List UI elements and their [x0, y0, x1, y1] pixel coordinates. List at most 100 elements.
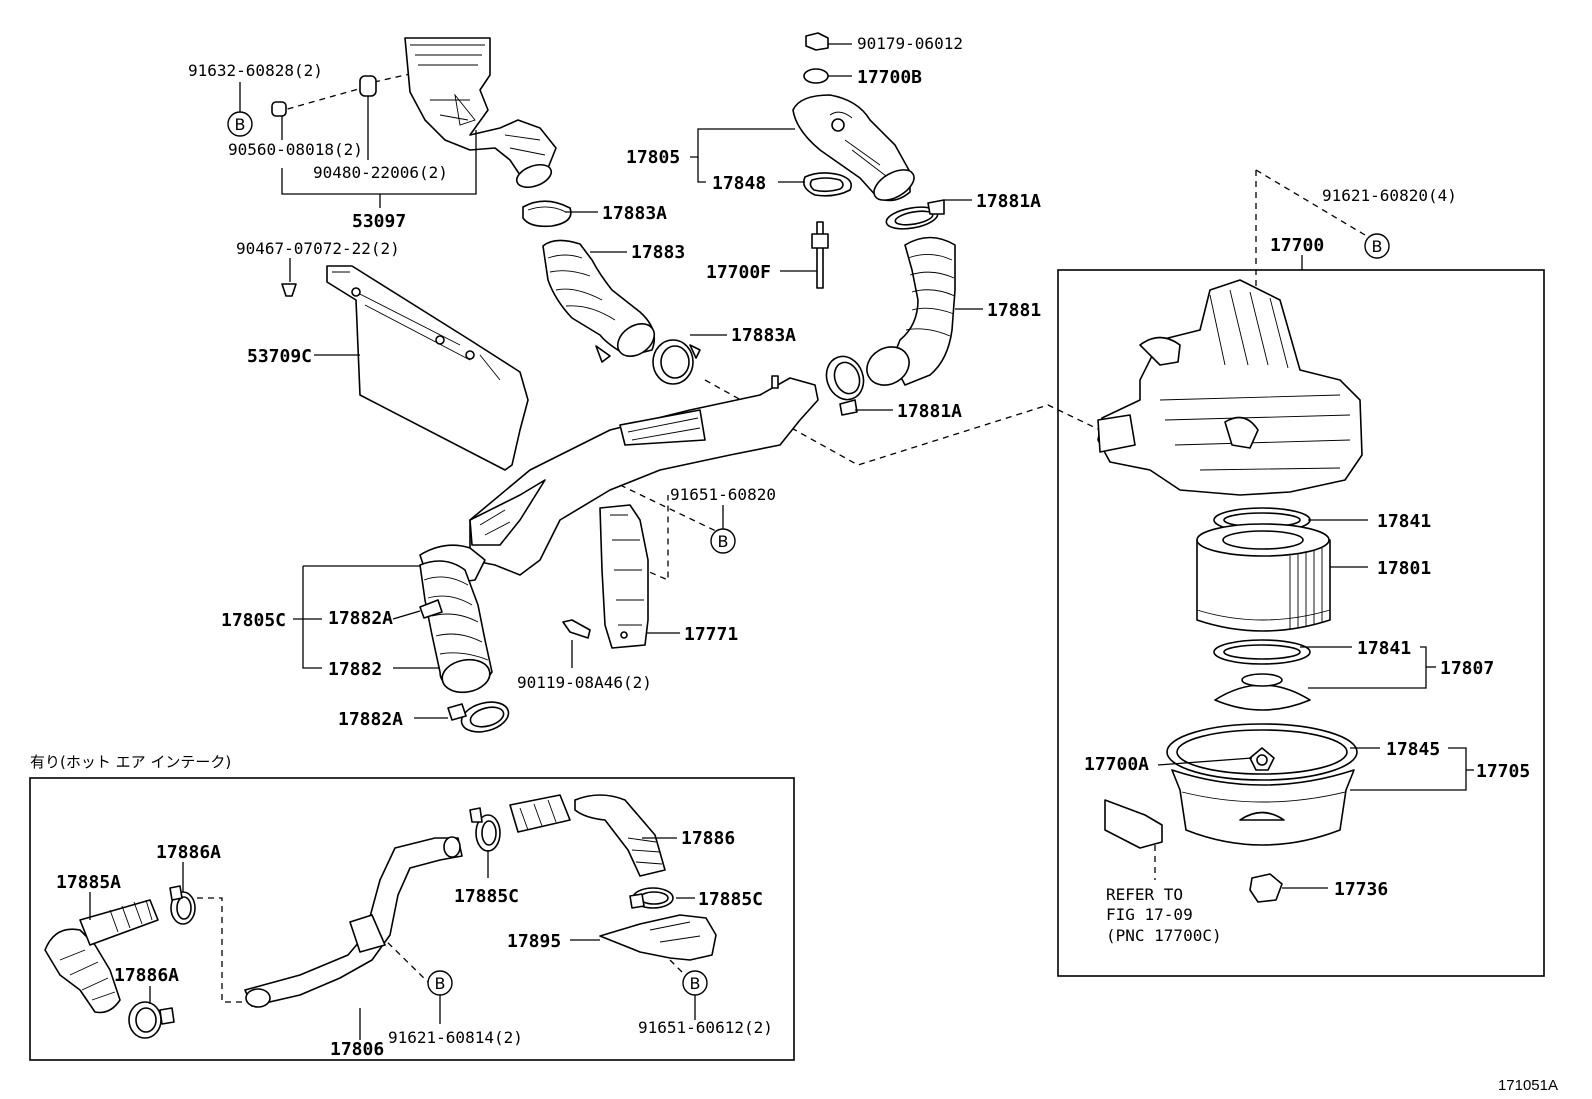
leader-lines	[89, 43, 1474, 1040]
dash-to-bolt-91651-b	[669, 959, 689, 979]
bolt-90119	[562, 619, 591, 639]
label-17885C-upper: 17885C	[454, 886, 519, 907]
label-17881A-upper: 17881A	[976, 191, 1041, 212]
label-90179-06012: 90179-06012	[857, 34, 963, 53]
resonator-cap-90179	[805, 32, 829, 51]
label-17807: 17807	[1440, 658, 1494, 679]
refer-part-17700C	[1104, 799, 1163, 849]
label-17883: 17883	[631, 242, 685, 263]
svg-text:B: B	[690, 974, 701, 993]
b-circle-callout-5: B	[682, 970, 708, 996]
label-53709C: 53709C	[247, 346, 312, 367]
hose-17886	[509, 794, 666, 877]
duct-bracket-17771	[599, 504, 649, 649]
air-cleaner-case-cover	[1097, 279, 1363, 496]
label-17700F: 17700F	[706, 262, 771, 283]
label-91651-60820: 91651-60820	[670, 485, 776, 504]
label-17841-upper: 17841	[1377, 511, 1431, 532]
label-17848: 17848	[712, 173, 766, 194]
hot-air-duct-17806	[244, 836, 463, 1008]
label-refer-pnc: (PNC 17700C)	[1106, 926, 1222, 945]
wing-nut-17700A	[1249, 747, 1275, 771]
collar-90560	[271, 101, 287, 117]
filter-element-17801	[1196, 523, 1331, 632]
hose-clamp-17885C-lower	[629, 887, 674, 909]
label-17805: 17805	[626, 147, 680, 168]
heat-insulator-17895	[599, 914, 717, 961]
figure-code: 171051A	[1498, 1077, 1558, 1094]
b-circle-callout-3: B	[710, 528, 736, 554]
label-17885A: 17885A	[56, 872, 121, 893]
label-17705: 17705	[1476, 761, 1530, 782]
air-duct-17805	[792, 94, 915, 202]
dash-to-bolt-91651	[619, 484, 719, 533]
svg-text:B: B	[235, 115, 246, 134]
label-17886A-upper: 17886A	[156, 842, 221, 863]
gasket-17841-lower	[1213, 639, 1311, 665]
label-refer-fig: FIG 17-09	[1106, 905, 1193, 924]
label-17805C: 17805C	[221, 610, 286, 631]
air-cleaner-case-17705	[1166, 723, 1358, 846]
mount-stud-17700F	[811, 221, 829, 289]
dash-to-bolt-91621	[379, 934, 429, 983]
label-refer-to: REFER TO	[1106, 885, 1183, 904]
label-17700: 17700	[1270, 235, 1324, 256]
label-17886A-lower: 17886A	[114, 965, 179, 986]
hose-clamp-17882A-lower	[447, 701, 510, 733]
hose-clamp-17881A-lower	[825, 355, 865, 416]
label-17882A-lower: 17882A	[338, 709, 403, 730]
label-17881: 17881	[987, 300, 1041, 321]
air-hose-17883	[542, 239, 656, 363]
hose-17885A	[44, 899, 159, 1014]
label-17806: 17806	[330, 1039, 384, 1060]
intake-duct-17805C	[419, 375, 819, 586]
svg-text:B: B	[435, 974, 446, 993]
label-90467-07072-22: 90467-07072-22(2)	[236, 239, 400, 258]
b-circle-callout-4: B	[427, 970, 453, 996]
valve-17736	[1249, 873, 1283, 903]
label-17895: 17895	[507, 931, 561, 952]
dash-hot-air-left	[197, 897, 250, 1003]
label-17736: 17736	[1334, 879, 1388, 900]
label-17883A-lower: 17883A	[731, 325, 796, 346]
cap-17700B	[803, 68, 829, 84]
air-hose-17882	[419, 560, 493, 694]
hot-air-intake-frame	[29, 777, 795, 1061]
svg-text:B: B	[718, 532, 729, 551]
label-17801: 17801	[1377, 558, 1431, 579]
label-91621-60814: 91621-60814(2)	[388, 1028, 523, 1047]
grommet-90480	[359, 75, 377, 97]
hose-clamp-17886A-lower	[128, 1001, 175, 1039]
label-17841-lower: 17841	[1357, 638, 1411, 659]
duct-bracket-53709C	[326, 265, 529, 471]
label-91621-60820: 91621-60820(4)	[1322, 186, 1457, 205]
svg-text:B: B	[1372, 237, 1383, 256]
hose-clamp-17883A-upper	[522, 200, 572, 228]
label-17882A-upper: 17882A	[328, 608, 393, 629]
element-plate-17807	[1214, 673, 1311, 711]
label-17700B: 17700B	[857, 67, 922, 88]
label-17883A-upper: 17883A	[602, 203, 667, 224]
label-17886: 17886	[681, 828, 735, 849]
air-cleaner-assembly-frame	[1057, 269, 1545, 977]
hose-clamp-17886A-upper	[169, 885, 196, 925]
label-17881A-lower: 17881A	[897, 401, 962, 422]
label-17885C-lower: 17885C	[698, 889, 763, 910]
label-90560-08018: 90560-08018(2)	[228, 140, 363, 159]
clip-90467	[281, 283, 297, 297]
dash-grommet-to-duct-2	[373, 73, 411, 83]
label-90119-08A46: 90119-08A46(2)	[517, 673, 652, 692]
label-90480-22006: 90480-22006(2)	[313, 163, 448, 182]
label-17771: 17771	[684, 624, 738, 645]
label-17845: 17845	[1386, 739, 1440, 760]
label-91651-60612: 91651-60612(2)	[638, 1018, 773, 1037]
label-91632-60828: 91632-60828(2)	[188, 61, 323, 80]
air-hose-17881	[866, 236, 956, 386]
gasket-17848	[802, 172, 853, 197]
cold-air-inlet-duct	[404, 37, 557, 189]
label-17882: 17882	[328, 659, 382, 680]
b-circle-callout-2: B	[1364, 233, 1390, 259]
hose-clamp-17883A-lower	[652, 339, 701, 385]
dash-grommet-to-duct	[276, 87, 363, 113]
